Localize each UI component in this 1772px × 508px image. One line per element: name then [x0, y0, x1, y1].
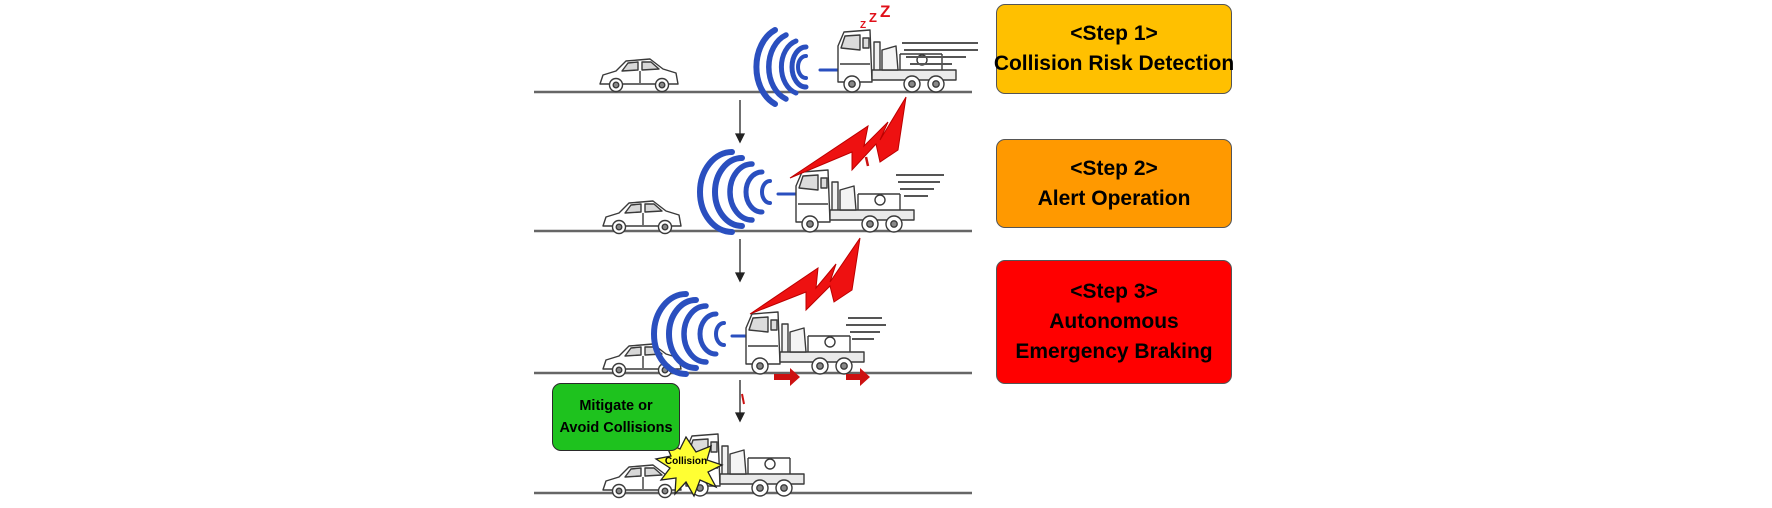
callout-pointer: [741, 393, 745, 405]
step-3-box: <Step 3> Autonomous Emergency Braking: [996, 260, 1232, 384]
speed-lines-icon: [896, 174, 944, 197]
snooze-z-large: Z: [880, 2, 890, 21]
snooze-icon: Z Z Z: [860, 2, 890, 31]
sensor-waves-icon: [697, 149, 798, 235]
sensor-waves-icon: [651, 291, 750, 377]
step-2-box: <Step 2> Alert Operation: [996, 139, 1232, 228]
callout-line-1: Mitigate or: [579, 398, 653, 414]
speed-lines-icon: [846, 317, 886, 340]
collision-label: Collision: [664, 456, 708, 467]
car-icon: [599, 58, 679, 93]
alert-tick: [864, 156, 870, 167]
snooze-z-medium: Z: [869, 10, 877, 25]
lightning-icon: [789, 96, 907, 179]
truck-icon: [837, 29, 957, 93]
mitigate-callout: Mitigate or Avoid Collisions: [552, 383, 680, 451]
step-2-label: <Step 2>: [1070, 156, 1158, 180]
step-3-title-line-1: Autonomous: [1049, 310, 1179, 333]
truck-icon: [795, 169, 915, 233]
callout-line-2: Avoid Collisions: [559, 420, 673, 436]
brake-arrow-icon: [774, 368, 870, 386]
speed-lines-icon: [902, 42, 978, 65]
step-1-title: Collision Risk Detection: [993, 52, 1235, 75]
snooze-z-small: Z: [860, 20, 866, 31]
lightning-icon: [749, 237, 861, 315]
truck-icon: [745, 311, 865, 375]
sensor-waves-icon: [753, 27, 840, 107]
step-1-label: <Step 1>: [1070, 22, 1158, 45]
step-1-box: <Step 1> Collision Risk Detection: [993, 4, 1235, 94]
down-arrow-icon: [734, 100, 746, 423]
step-3-label: <Step 3>: [1070, 280, 1158, 303]
car-icon: [602, 200, 682, 235]
collision-burst-icon: [654, 435, 724, 498]
step-2-title: Alert Operation: [1037, 186, 1191, 210]
step-3-title-line-2: Emergency Braking: [1015, 340, 1213, 363]
